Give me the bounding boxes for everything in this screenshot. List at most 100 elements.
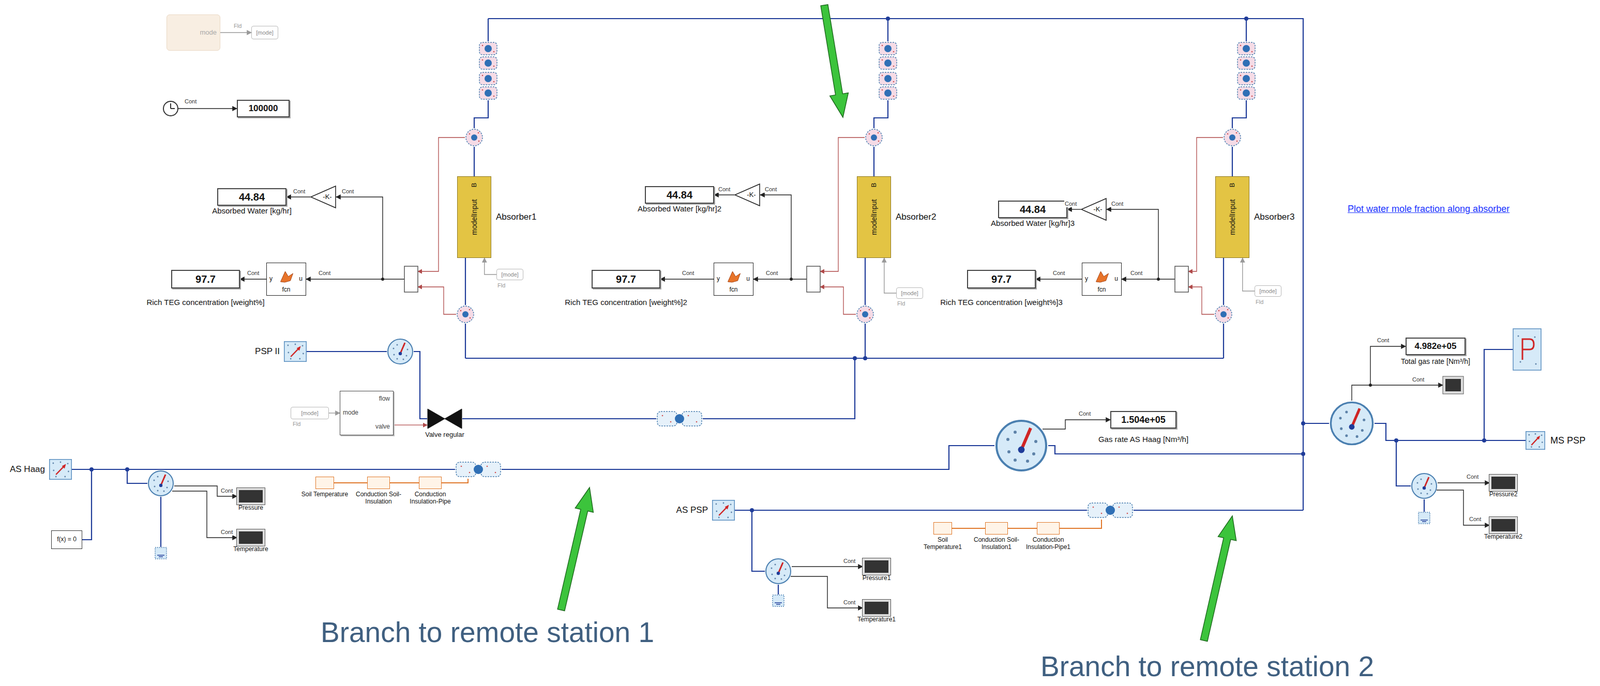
scope-block: Pressure2 xyxy=(1489,474,1518,492)
matlab-icon xyxy=(280,271,294,283)
display-block: 1.504e+05Gas rate AS Haag [Nm³/h] xyxy=(1110,411,1177,429)
connector xyxy=(71,469,92,540)
signal-dot xyxy=(381,277,1372,387)
from-tag: [mode] xyxy=(290,406,329,420)
block-shape xyxy=(283,341,307,362)
block-shape xyxy=(49,459,72,480)
pressure-source-icon xyxy=(1513,328,1542,371)
signal-line xyxy=(1121,278,1175,280)
signal-tag-label: Fld xyxy=(497,282,506,290)
signal-label: Cont xyxy=(1411,376,1425,384)
signal-label: Cont xyxy=(765,269,779,277)
pipe-segment-icon xyxy=(456,411,1133,518)
connector xyxy=(1035,278,1082,280)
block-name: AS Haag xyxy=(9,464,45,475)
gain-triangle xyxy=(734,184,760,206)
source-dot xyxy=(1528,440,1531,443)
connector xyxy=(1007,527,1037,530)
connector xyxy=(334,482,368,484)
callout-text: Branch to remote station 2 xyxy=(1040,652,1375,682)
valve-block: Valve regular xyxy=(427,408,463,430)
signal-label: Cont xyxy=(220,487,234,495)
block-name: Soil Temperature xyxy=(300,491,349,499)
gain-block: -K- xyxy=(734,183,761,207)
junction-dot xyxy=(89,16,1487,513)
gas-sink-block: MS PSP xyxy=(1525,431,1546,450)
block-text: [mode] xyxy=(255,29,274,37)
absorber-port-icon xyxy=(479,42,497,70)
source-dot xyxy=(287,352,290,354)
gas-source-block: AS Haag xyxy=(49,459,72,480)
flow-sensor-icon xyxy=(148,339,1437,584)
signal-label: Cont xyxy=(292,188,306,195)
absorber-port-icon xyxy=(479,72,497,100)
signal-dot xyxy=(1368,383,1372,387)
signal-label: Cont xyxy=(1376,337,1390,344)
matlab-function-block: yufcn xyxy=(713,262,754,296)
connector xyxy=(393,425,428,426)
block-shape xyxy=(427,408,463,430)
block-text: f(x) = 0 xyxy=(56,536,77,544)
block-name: Absorbed Water [kg/hr]3 xyxy=(990,218,1075,228)
thermal-line xyxy=(1059,519,1102,529)
block-text: mode xyxy=(342,409,359,417)
scope-block: Temperature2 xyxy=(1489,517,1518,534)
reference-icon xyxy=(772,595,784,607)
callout-text: Branch to remote station 1 xyxy=(320,618,655,647)
connector xyxy=(389,482,419,484)
matlab-icon xyxy=(1096,271,1109,283)
thermal-line xyxy=(441,478,1102,529)
block-text: [mode] xyxy=(900,290,919,297)
temperature-source: Soil Temperature xyxy=(315,476,335,490)
signal-label: Cont xyxy=(341,188,355,195)
block-name: Rich TEG concentration [weight%]2 xyxy=(564,297,688,307)
gain-block: -K- xyxy=(310,185,337,209)
scope-block xyxy=(1445,379,1461,392)
gain-block: -K- xyxy=(1080,198,1107,221)
signal-dot xyxy=(789,277,793,281)
gas-pipe xyxy=(72,445,1304,548)
junction-dot xyxy=(749,508,754,513)
connector xyxy=(1067,208,1081,210)
signal-line xyxy=(790,576,863,609)
source-arrow xyxy=(1536,435,1541,441)
gain-triangle xyxy=(310,186,336,208)
block-text: u xyxy=(298,275,303,283)
mux-block xyxy=(404,266,418,293)
block-name: Absorbed Water [kg/hr] xyxy=(212,206,292,216)
goto-tag: [mode] xyxy=(251,25,279,40)
signal-label: Cont xyxy=(318,269,331,277)
gas-pipe xyxy=(465,357,1224,359)
block-name: Conduction Soil-Insulation xyxy=(354,491,403,506)
source-dot xyxy=(294,343,297,346)
block-text: modelInput xyxy=(1228,199,1237,235)
block-text: y xyxy=(716,275,720,283)
source-dot xyxy=(1534,433,1537,435)
from-tag: [mode] xyxy=(496,268,524,281)
pipe-segment-icon xyxy=(657,411,702,427)
pressure-source-icon xyxy=(1535,363,1537,366)
block-text: [mode] xyxy=(501,271,519,279)
block-text: B xyxy=(870,183,879,188)
junction-dot xyxy=(125,467,130,472)
signal-tag-label: Fld xyxy=(897,300,905,308)
source-dot xyxy=(1541,441,1544,444)
signal-line xyxy=(753,278,807,280)
source-dot xyxy=(718,517,720,519)
gas-pipe xyxy=(488,18,1304,511)
block-text: u xyxy=(1114,275,1119,283)
source-arrow xyxy=(290,348,299,357)
connector xyxy=(286,196,311,198)
pressure-source-icon xyxy=(1519,361,1522,364)
absorber-port-icon xyxy=(856,306,874,323)
display-block: 97.7Rich TEG concentration [weight%]2 xyxy=(591,269,661,289)
signal-dot xyxy=(1156,277,1160,281)
scope-block xyxy=(1442,376,1464,395)
absorber-port-icon xyxy=(457,42,1256,323)
source-dot xyxy=(727,517,729,519)
block-text: modelInput xyxy=(869,199,879,235)
block-name: AS PSP xyxy=(676,505,708,516)
mux-block xyxy=(404,266,1189,293)
flow-sensor-icon xyxy=(148,471,174,496)
